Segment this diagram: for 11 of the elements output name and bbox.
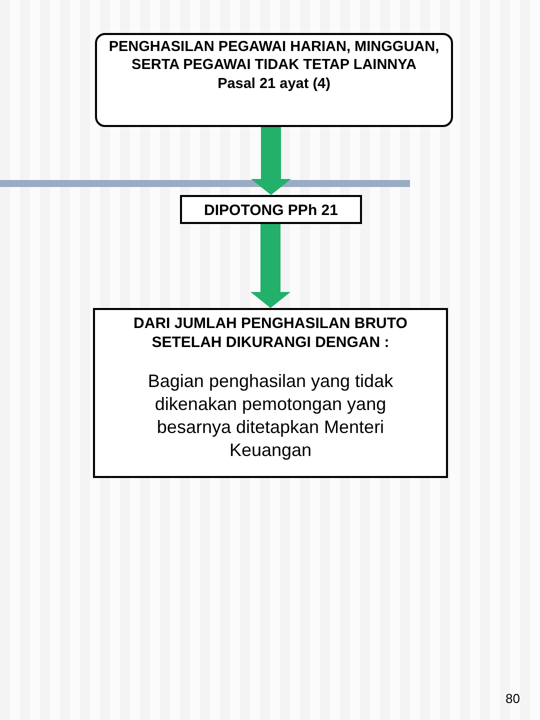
rounded-box — [95, 33, 453, 127]
heading-text: DARI JUMLAH PENGHASILAN BRUTO SETELAH DIKURANGI DENGAN : — [132, 314, 408, 352]
article-reference: Pasal 21 ayat (4) — [218, 74, 330, 94]
block-arrow — [250, 224, 290, 308]
block-arrow — [251, 127, 291, 195]
page-number: 80 — [506, 691, 520, 706]
box-text: DIPOTONG PPh 21 — [204, 201, 338, 220]
process-box — [180, 195, 362, 224]
heading-text: PENGHASILAN PEGAWAI HARIAN, MINGGUAN, SERTA PEGAWAI TIDAK TETAP LAINNYA — [108, 38, 440, 75]
process-box — [93, 308, 448, 478]
body-text: Bagian penghasilan yang tidak dikenakan pemotongan yang besarnya ditetapkan Menteri Keuangan — [146, 370, 394, 462]
